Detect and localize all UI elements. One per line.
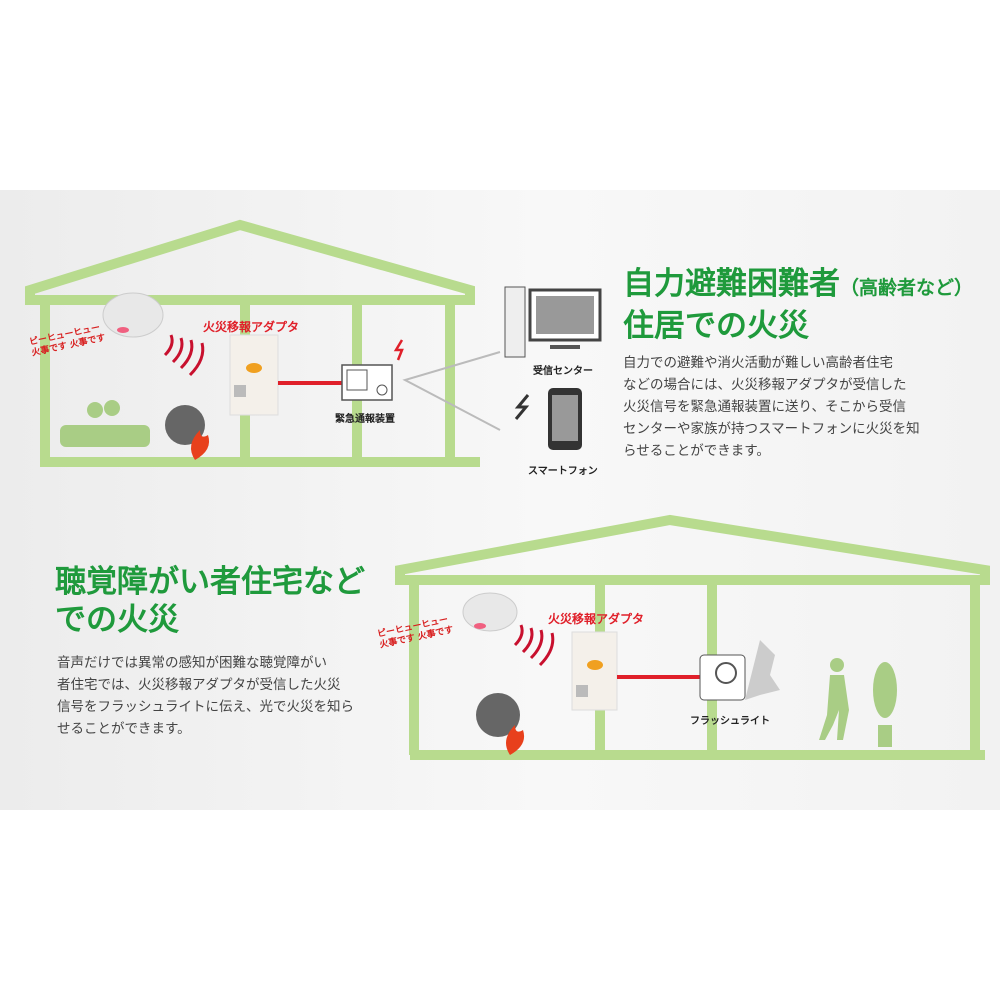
- signal-waves-icon: [163, 334, 205, 377]
- body-line: 者住宅では、火災移報アダプタが受信した火災: [57, 677, 341, 693]
- smoke-detector-icon: [102, 292, 164, 338]
- title-paren: （高齢者など）: [840, 277, 974, 299]
- fire-adapter-icon: [229, 334, 279, 416]
- flash-light-label: フラッシュライト: [690, 716, 770, 727]
- lightning-icon: [393, 339, 404, 361]
- body-line: 信号をフラッシュライトに伝え、光で火災を知ら: [57, 699, 354, 715]
- smoke-detector-icon: [462, 592, 518, 632]
- person-icon: [819, 658, 849, 740]
- body-line: 火災信号を緊急通報装置に送り、そこから受信: [623, 399, 906, 415]
- body-line: 自力での避難や消火活動が難しい高齢者住宅: [623, 355, 893, 371]
- computer-icon: [504, 286, 602, 358]
- title-line-2: での火災: [55, 602, 179, 638]
- body-line: などの場合には、火災移報アダプタが受信した: [623, 377, 907, 393]
- fire-icon: [476, 693, 525, 755]
- section1-body: 自力での避難や消火活動が難しい高齢者住宅 などの場合には、火災移報アダプタが受信…: [623, 352, 920, 462]
- elderly-people-icon: [60, 400, 150, 447]
- reception-center-label: 受信センター: [533, 366, 593, 377]
- section2-body: 音声だけでは異常の感知が困難な聴覚障がい 者住宅では、火災移報アダプタが受信した…: [57, 652, 354, 740]
- house-1-frame: [25, 219, 480, 467]
- emergency-device-label: 緊急通報装置: [335, 414, 395, 425]
- body-line: せることができます。: [57, 721, 191, 737]
- signal-arrows: [402, 351, 501, 431]
- vibration-icon: [514, 394, 530, 420]
- adapter-label: 火災移報アダプタ: [203, 320, 300, 334]
- fire-icon: [165, 405, 210, 460]
- body-line: センターや家族が持つスマートフォンに火災を知: [623, 421, 920, 437]
- signal-waves-icon: [513, 624, 555, 667]
- body-line: らせることができます。: [623, 443, 770, 459]
- plant-icon: [873, 662, 897, 747]
- body-line: 音声だけでは異常の感知が困難な聴覚障がい: [57, 655, 327, 671]
- section1-title: 自力避難困難者（高齢者など） 住居での火災: [623, 265, 973, 345]
- title-line-1: 聴覚障がい者住宅など: [55, 564, 365, 600]
- smartphone-icon: [548, 388, 582, 450]
- adapter-label: 火災移報アダプタ: [548, 612, 645, 626]
- emergency-device-icon: [341, 364, 393, 401]
- title-line-2: 住居での火災: [623, 308, 809, 344]
- smartphone-label: スマートフォン: [528, 466, 598, 477]
- section2-title: 聴覚障がい者住宅などでの火災: [55, 563, 365, 639]
- fire-adapter-icon: [571, 631, 618, 711]
- flash-light-icon: [699, 640, 780, 701]
- title-line-1: 自力避難困難者: [623, 266, 840, 302]
